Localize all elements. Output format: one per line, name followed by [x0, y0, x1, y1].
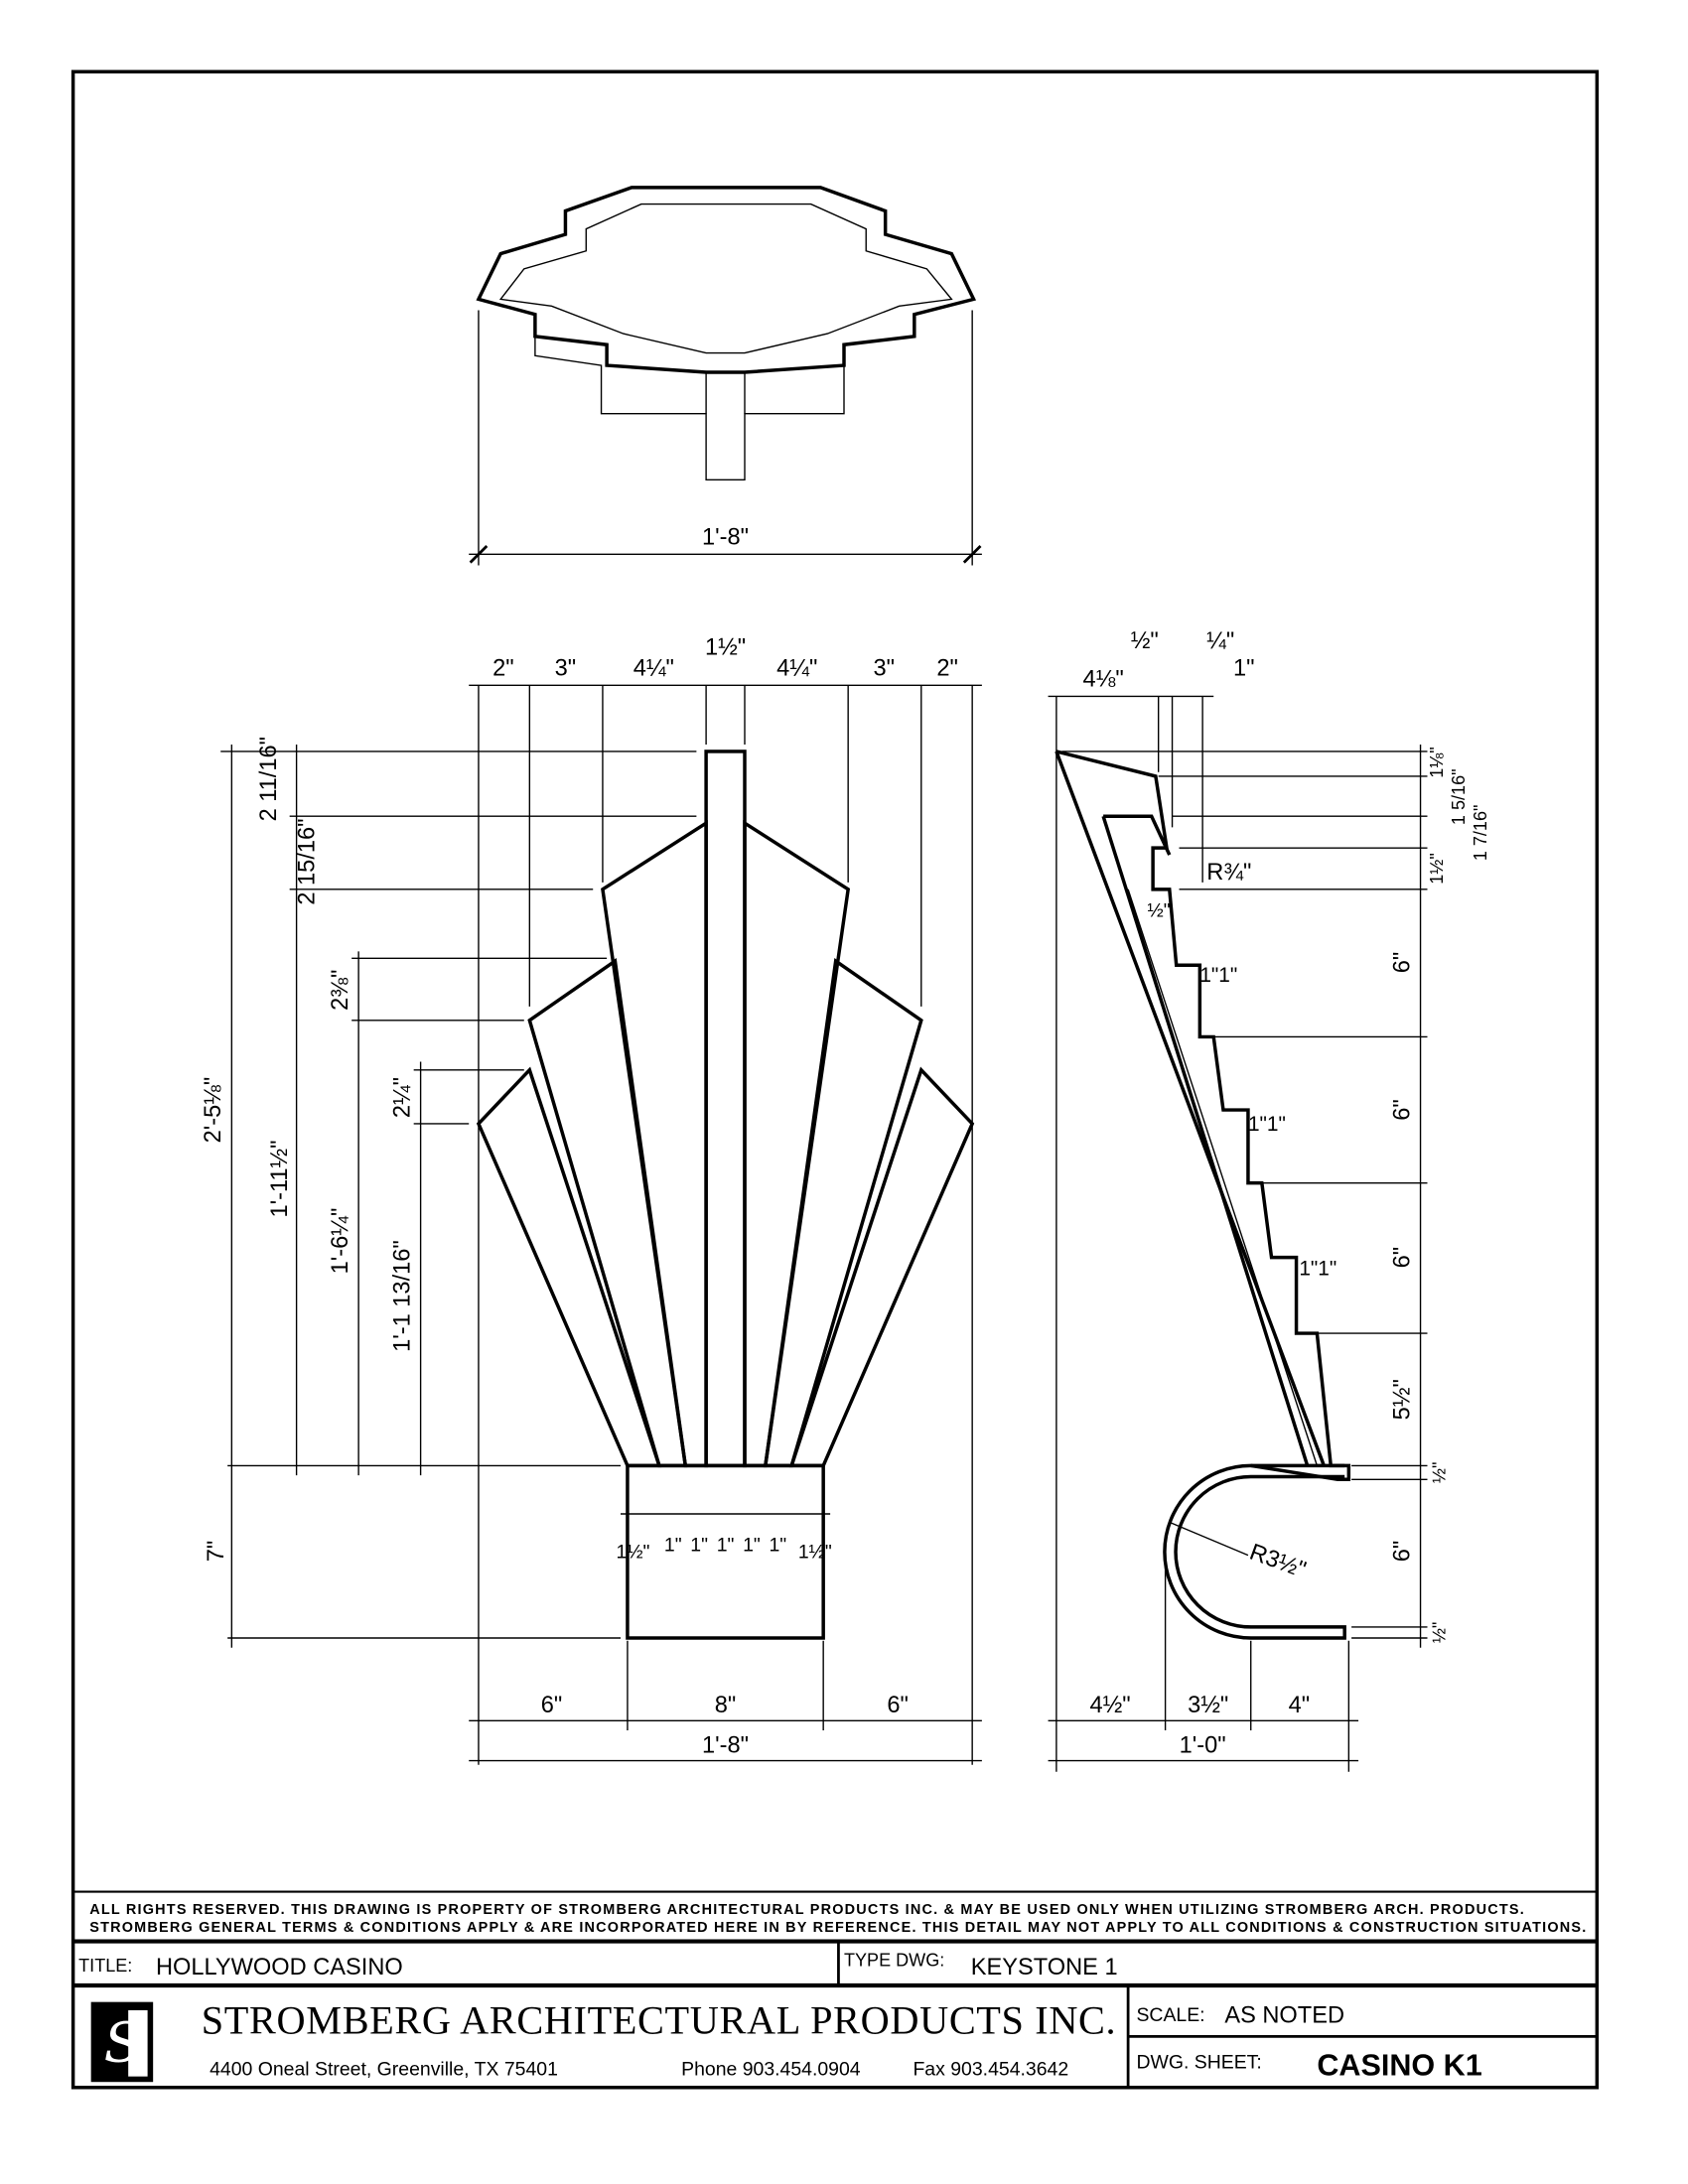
side-bottom-dim: 3½"	[1188, 1693, 1228, 1718]
side-right-dim: 6"	[1389, 1099, 1415, 1121]
front-bottom-dim: 8"	[715, 1693, 737, 1718]
side-right-dim: 1½"	[1427, 853, 1447, 885]
front-left-dim: 1'-1 13/16"	[390, 1240, 416, 1352]
base-dim: 1½"	[798, 1541, 832, 1563]
sheet-label: DWG. SHEET:	[1136, 2051, 1261, 2073]
side-overall-dim: 1'-0"	[1180, 1732, 1226, 1758]
scale-label: SCALE:	[1136, 2004, 1204, 2026]
side-right-dim: 6"	[1389, 1541, 1415, 1563]
side-right-dim: 6"	[1389, 952, 1415, 974]
base-dim: 1½"	[617, 1541, 650, 1563]
type-label: TYPE DWG:	[844, 1951, 944, 1971]
base-dim: 1"	[690, 1535, 708, 1557]
front-left-dim: 1'-11½"	[267, 1140, 293, 1217]
company-fax: Fax 903.454.3642	[913, 2058, 1068, 2080]
front-top-dim: 2"	[936, 656, 958, 682]
side-right-dim: ½"	[1430, 1622, 1450, 1643]
side-bottom-dim: 4½"	[1089, 1693, 1130, 1718]
front-left-dim: 2 15/16"	[295, 818, 321, 904]
sheet-value: CASINO K1	[1317, 2048, 1481, 2082]
front-top-dim: 1½"	[705, 635, 746, 661]
side-right-dim: 1 5/16"	[1449, 768, 1469, 825]
company-name: STROMBERG ARCHITECTURAL PRODUCTS INC.	[202, 1998, 1116, 2043]
side-right-dim: 1 7/16"	[1471, 805, 1490, 862]
side-right-dim: ½"	[1430, 1462, 1450, 1483]
side-bottom-dim: 4"	[1289, 1693, 1311, 1718]
front-left-dim: 2'-5⅛"	[201, 1077, 226, 1144]
front-left-dim: 2⅜"	[328, 970, 353, 1011]
type-value: KEYSTONE 1	[971, 1955, 1118, 1980]
side-small-dim: ½"	[1148, 900, 1171, 922]
notes-line-2: STROMBERG GENERAL TERMS & CONDITIONS APP…	[89, 1920, 1586, 1936]
side-small-dim: 1"1"	[1199, 964, 1237, 987]
base-dim: 1"	[769, 1535, 786, 1557]
logo-letter: S	[104, 2010, 142, 2075]
scale-value: AS NOTED	[1224, 2003, 1344, 2029]
notes-line-1: ALL RIGHTS RESERVED. THIS DRAWING IS PRO…	[89, 1902, 1523, 1918]
base-dim: 1"	[717, 1535, 735, 1557]
side-small-dim: 1"1"	[1299, 1258, 1336, 1281]
radius-small: R¾"	[1206, 860, 1251, 886]
plan-width-dim: 1'-8"	[702, 525, 749, 551]
front-top-dim: 2"	[492, 656, 514, 682]
base-dim: 1"	[743, 1535, 761, 1557]
front-top-dim: 4¼"	[776, 656, 817, 682]
radius-large: R3½"	[1246, 1540, 1310, 1583]
front-left-dim: 1'-6¼"	[328, 1208, 353, 1275]
front-overall-dim: 1'-8"	[702, 1732, 749, 1758]
company-phone: Phone 903.454.0904	[681, 2058, 861, 2080]
front-top-dim: 4¼"	[633, 656, 674, 682]
front-top-dim: 3"	[874, 656, 896, 682]
front-left-dim: 2¼"	[390, 1077, 416, 1118]
side-top-dim: ¼"	[1206, 628, 1234, 654]
side-right-dim: 6"	[1389, 1247, 1415, 1269]
side-right-dim: 1⅛"	[1427, 747, 1447, 778]
company-address: 4400 Oneal Street, Greenville, TX 75401	[210, 2058, 558, 2080]
front-elevation: 2" 3" 4¼" 1½" 4¼" 3" 2" 2'-5⅛" 2 11/16" …	[201, 635, 982, 1765]
front-top-dim: 3"	[555, 656, 577, 682]
side-top-dim: 1"	[1233, 656, 1255, 682]
front-left-dim: 7"	[204, 1541, 229, 1563]
base-dim: 1"	[664, 1535, 682, 1557]
title-block: ALL RIGHTS RESERVED. THIS DRAWING IS PRO…	[72, 1890, 1598, 2088]
side-small-dim: 1"1"	[1248, 1113, 1286, 1136]
front-left-dim: 2 11/16"	[256, 737, 282, 821]
side-elevation: 4⅛" ½" ¼" 1" R¾" R3½" ½" 1"1" 1"1" 1"1" …	[1048, 628, 1490, 1772]
front-bottom-dim: 6"	[887, 1693, 909, 1718]
side-right-dim: 5½"	[1389, 1379, 1415, 1420]
side-top-dim: 4⅛"	[1083, 667, 1124, 693]
plan-view: 1'-8"	[469, 186, 982, 566]
company-logo: S	[90, 2001, 154, 2083]
side-top-dim: ½"	[1131, 628, 1159, 654]
title-label: TITLE:	[78, 1956, 132, 1976]
front-bottom-dim: 6"	[541, 1693, 563, 1718]
title-value: HOLLYWOOD CASINO	[156, 1955, 403, 1980]
sheet-border	[70, 69, 1600, 2090]
